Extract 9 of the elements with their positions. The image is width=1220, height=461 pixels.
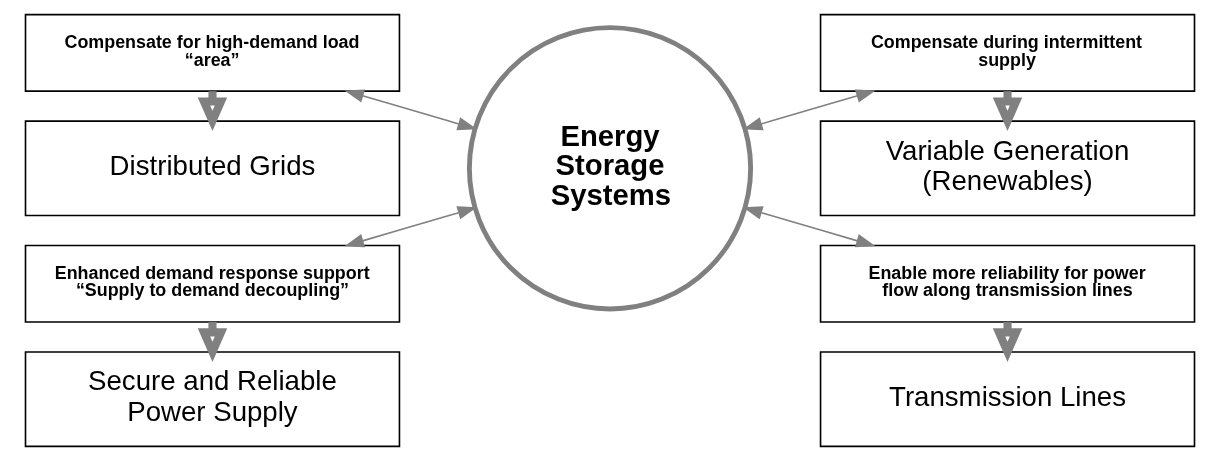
node-box: Enhanced demand response support “Supply to demand decoupling” xyxy=(24,244,401,323)
node-box: Secure and Reliable Power Supply xyxy=(24,351,401,448)
node-box: Distributed Grids xyxy=(24,120,401,217)
node-box: Compensate during intermittent supply xyxy=(819,13,1196,92)
node-box: Compensate for high-demand load “area” xyxy=(24,13,401,92)
node-circle: Energy Storage Systems xyxy=(466,25,754,312)
node-box: Transmission Lines xyxy=(819,351,1196,448)
node-box: Variable Generation (Renewables) xyxy=(819,120,1196,217)
node-box: Enable more reliability for power flow along transmission lines xyxy=(819,244,1196,323)
